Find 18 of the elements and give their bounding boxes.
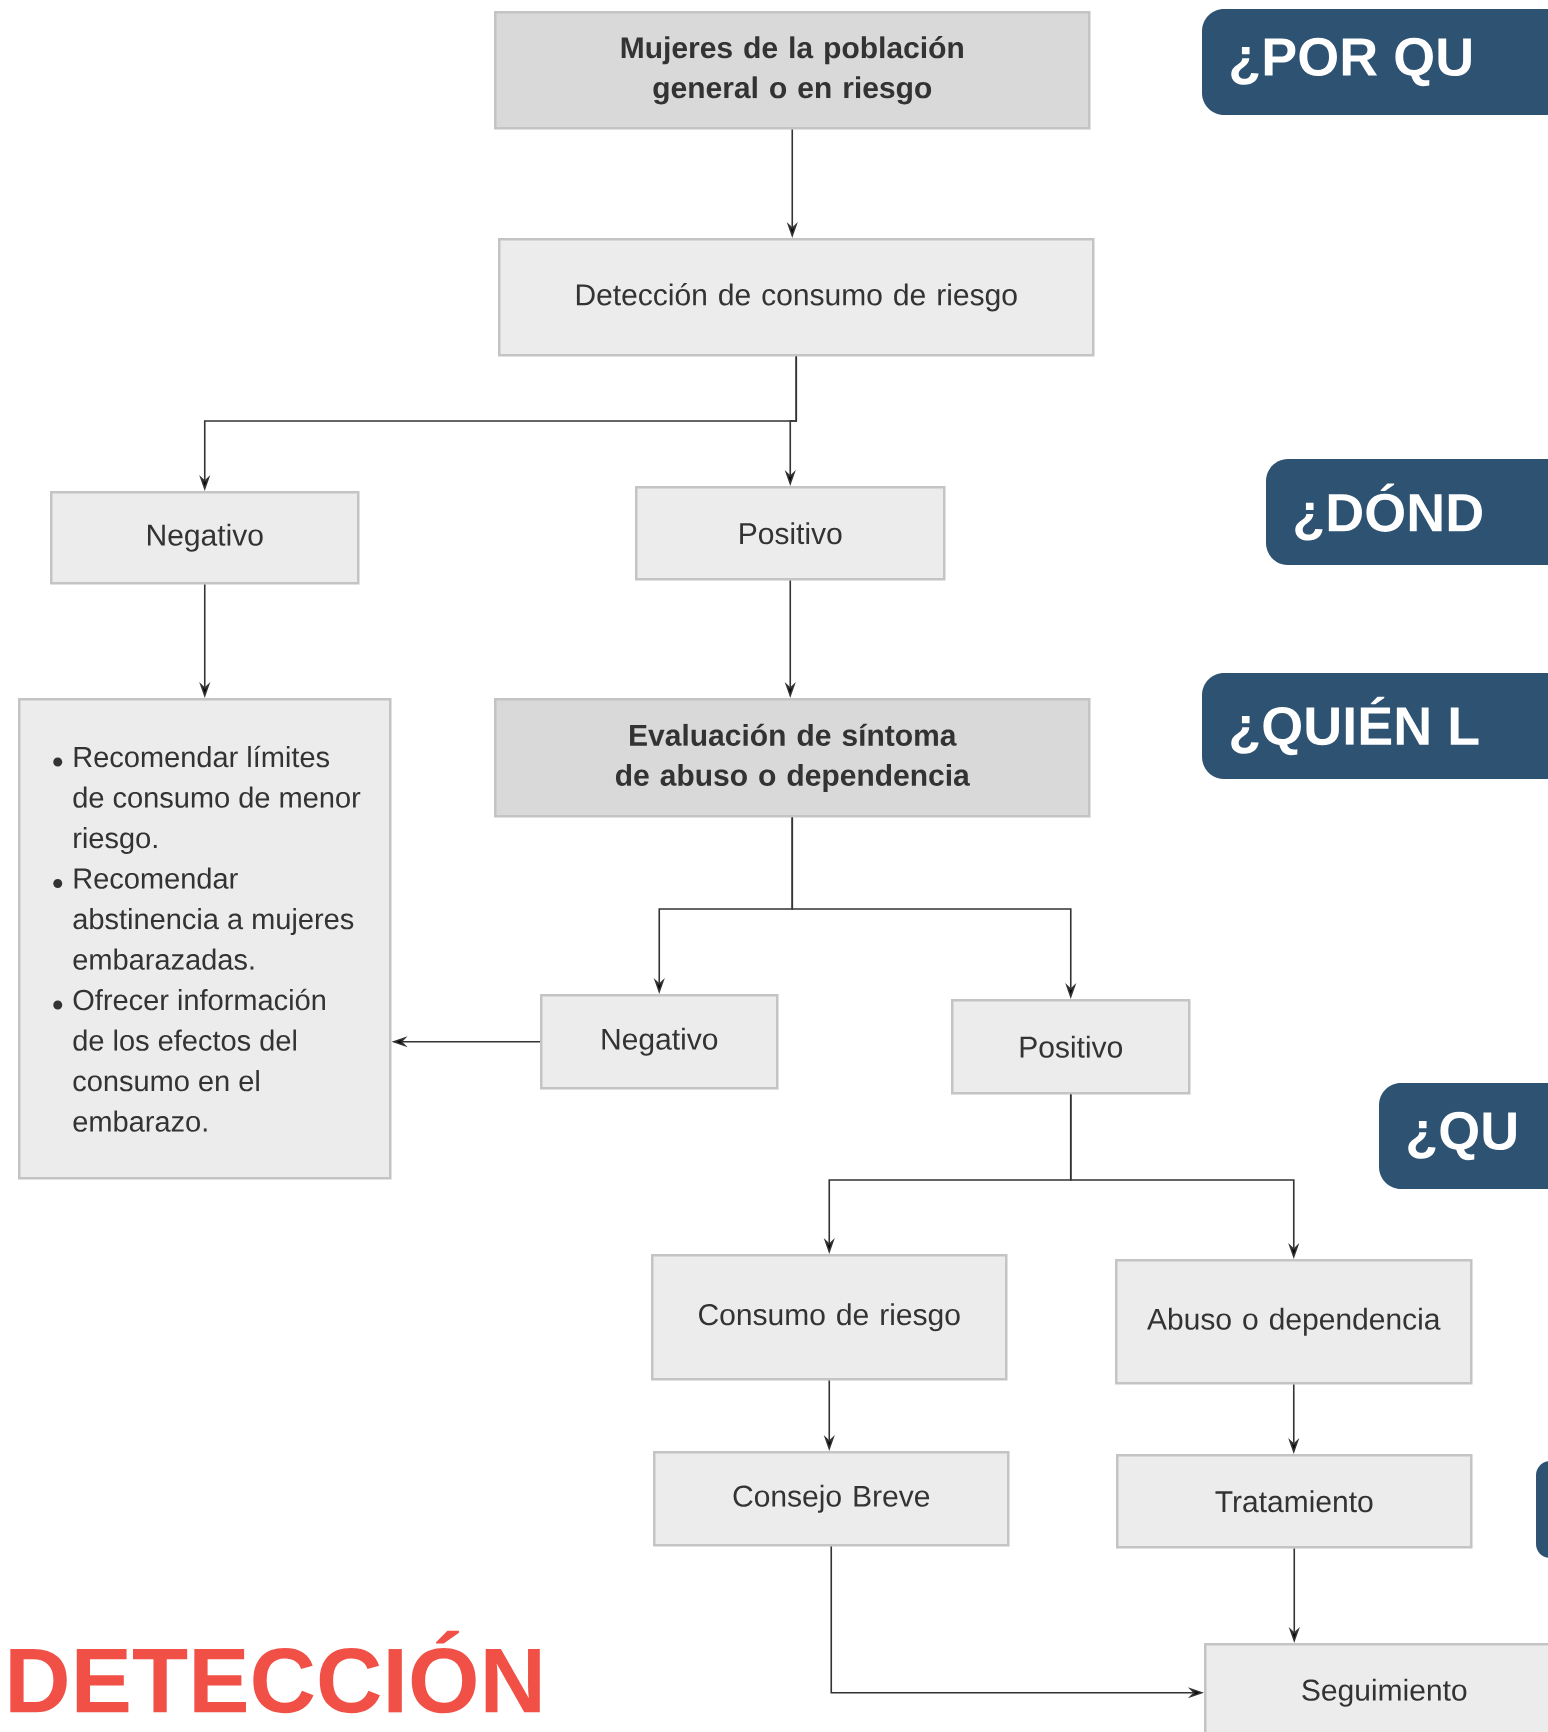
process-box: Consejo Breve <box>653 1451 1010 1547</box>
process-box: Abuso o dependencia <box>1115 1259 1473 1385</box>
process-box: Evaluación de síntoma de abuso o dependencia <box>494 698 1091 818</box>
process-box: Mujeres de la población general o en riesgo <box>494 11 1091 130</box>
process-box: Positivo <box>635 486 946 581</box>
process-box: Positivo <box>951 999 1191 1095</box>
process-box: Tratamiento <box>1116 1454 1473 1549</box>
process-box: Negativo <box>540 994 779 1090</box>
heading-badge: ¿QUIÉN L <box>1202 673 1548 779</box>
process-box: Negativo <box>50 491 360 585</box>
process-box: Seguimiento <box>1204 1643 1548 1732</box>
title: DETECCIÓN <box>10 1630 540 1714</box>
heading-badge: ¿QU <box>1379 1083 1548 1189</box>
process-box: Consumo de riesgo <box>651 1254 1008 1381</box>
bullet-list-box: Recomendar límites de consumo de menor riesgo. Recomendar abstinencia a mujeres embarazadas. Ofrecer información de los efectos del consumo en el embarazo. <box>18 698 392 1180</box>
heading-badge: ¿POR QU <box>1202 9 1548 115</box>
process-box: Detección de consumo de riesgo <box>498 238 1095 357</box>
heading-badge: ¿DÓND <box>1266 459 1548 565</box>
